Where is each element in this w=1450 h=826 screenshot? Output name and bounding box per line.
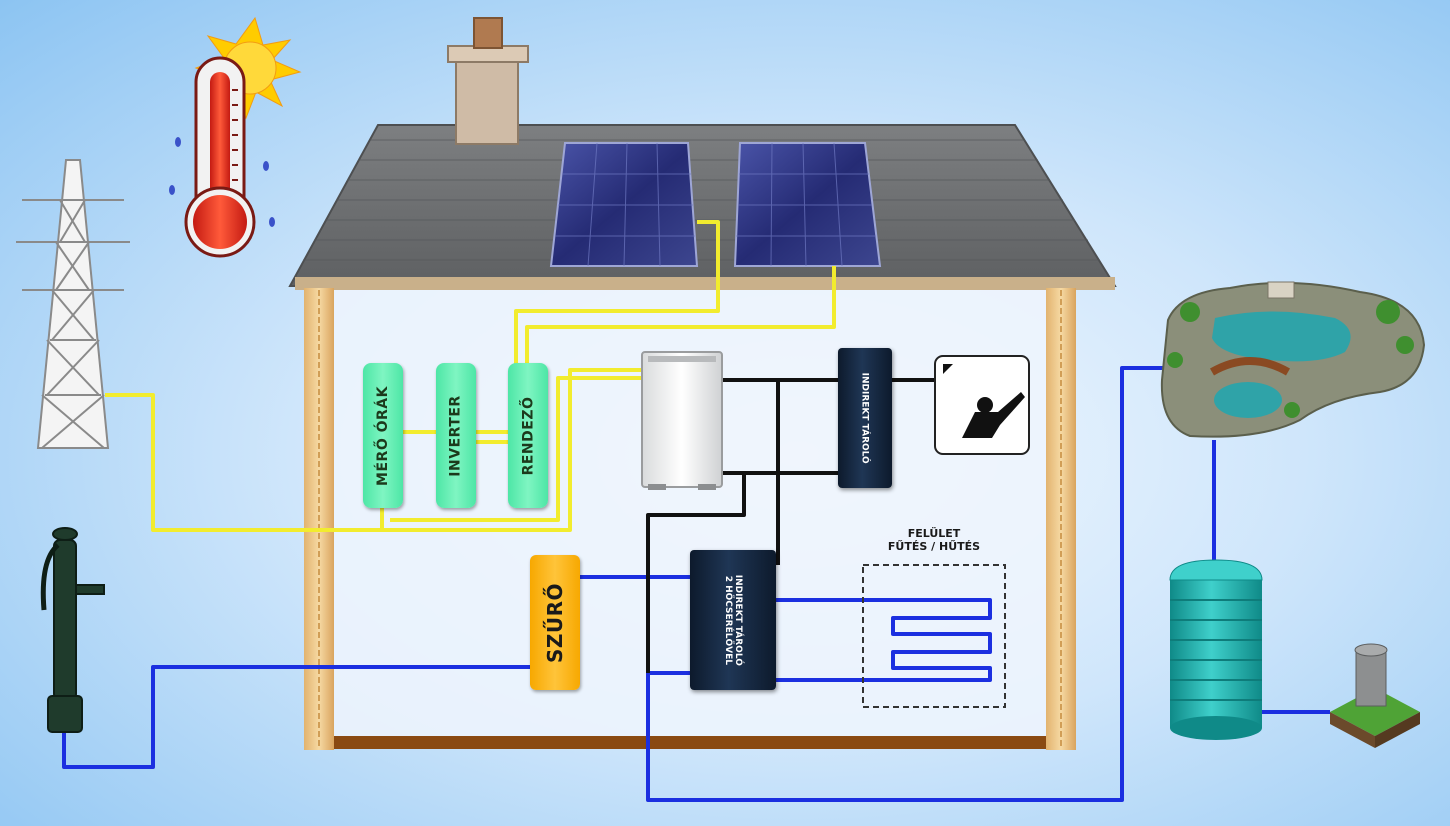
solar-panel-left bbox=[549, 142, 699, 267]
floor-heating-title-line2: FŰTÉS / HŰTÉS bbox=[887, 540, 981, 554]
hand-water-pump-icon bbox=[40, 527, 105, 733]
control-lines bbox=[646, 378, 935, 673]
indirect-tank-bottom: INDIREKT TÁROLÓ 2 HŐCSERÉLŐVEL bbox=[690, 550, 776, 690]
inverter-box: INVERTER bbox=[436, 363, 476, 508]
inverter-label: INVERTER bbox=[448, 394, 464, 477]
indirect-tank-bottom-line2: 2 HŐCSERÉLŐVEL bbox=[723, 575, 734, 665]
water-tank-icon bbox=[1169, 559, 1263, 740]
filter-box: SZŰRŐ bbox=[530, 555, 580, 690]
meter-label: MÉRŐ ÓRÁK bbox=[375, 385, 392, 486]
water-lines bbox=[62, 366, 1330, 802]
solar-panel-right bbox=[733, 142, 882, 267]
distributor-label: RENDEZŐ bbox=[520, 396, 536, 475]
garden-pond-icon bbox=[1160, 281, 1426, 438]
floor-heating-title-line1: FELÜLET bbox=[907, 527, 961, 540]
chimney-icon bbox=[447, 17, 529, 145]
well-icon bbox=[1330, 643, 1420, 748]
indirect-tank-bottom-label: INDIREKT TÁROLÓ 2 HŐCSERÉLŐVEL bbox=[723, 574, 744, 666]
foundation-pipe bbox=[334, 736, 1046, 749]
electric-lines bbox=[105, 220, 836, 532]
roof bbox=[288, 124, 1117, 290]
power-tower-icon bbox=[16, 159, 130, 449]
indirect-tank-top-label: INDIREKT TÁROLÓ bbox=[860, 372, 871, 464]
heat-pump-unit-icon bbox=[641, 351, 723, 490]
indirect-tank-bottom-line1: INDIREKT TÁROLÓ bbox=[733, 574, 744, 666]
indirect-tank-top: INDIREKT TÁROLÓ bbox=[838, 348, 892, 488]
thermometer-sun-icon bbox=[169, 16, 302, 258]
floor-heating-area bbox=[862, 564, 1006, 708]
filter-label: SZŰRŐ bbox=[543, 582, 567, 663]
meter-box: MÉRŐ ÓRÁK bbox=[363, 363, 403, 508]
distributor-box: RENDEZŐ bbox=[508, 363, 548, 508]
thermostat-control-icon bbox=[934, 355, 1030, 455]
floor-heating-title: FELÜLET FŰTÉS / HŰTÉS bbox=[863, 527, 1005, 553]
